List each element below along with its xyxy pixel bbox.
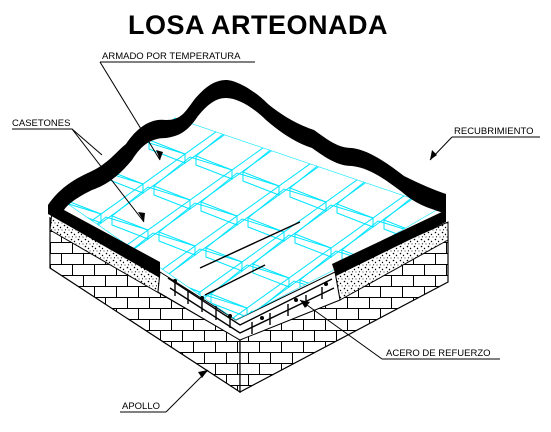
caseton-block	[205, 218, 286, 263]
caseton-block	[542, 0, 551, 22]
caseton-block	[247, 188, 328, 233]
caseton-block	[515, 147, 551, 190]
caseton-block-side	[247, 202, 327, 242]
right-recubrimiento-edge	[332, 210, 446, 276]
caseton-block-side	[515, 160, 551, 199]
drawing-title: LOSA ARTEONADA	[128, 10, 388, 40]
caseton-block-side	[0, 182, 7, 221]
caseton-block	[242, 142, 323, 187]
caseton-block-side	[547, 38, 551, 77]
label-casetones: CASETONES	[12, 118, 70, 129]
caseton-block-side	[369, 66, 447, 105]
caseton-block	[406, 0, 484, 20]
caseton-block	[495, 0, 551, 6]
caseton-block	[547, 25, 551, 68]
caseton-block	[473, 177, 551, 220]
caseton-block	[62, 118, 93, 153]
caseton-block-side	[326, 118, 406, 136]
caseton-block-side	[153, 170, 233, 210]
label-armado-por-temperatura: ARMADO POR TEMPERATURA	[102, 51, 241, 62]
caseton-block	[500, 9, 551, 52]
caseton-block	[158, 202, 239, 247]
caseton-block	[200, 172, 281, 217]
caseton-block	[0, 169, 7, 212]
caseton-block-side	[195, 140, 275, 180]
caseton-block-side	[336, 188, 416, 228]
caseton-block	[441, 299, 519, 342]
caseton-block	[294, 204, 375, 249]
caseton-block-side	[279, 118, 359, 120]
caseton-block	[280, 67, 358, 110]
caseton-block-side	[373, 118, 440, 152]
caseton-block	[111, 186, 192, 231]
caseton-block-side	[200, 186, 280, 226]
caseton-block	[0, 215, 12, 258]
caseton-block-side	[111, 200, 191, 240]
caseton-block	[252, 234, 333, 279]
caseton-block-side	[0, 152, 49, 191]
caseton-block-side	[310, 356, 388, 395]
caseton-block	[463, 85, 541, 128]
caseton-block	[525, 239, 551, 282]
caseton-block	[322, 37, 400, 80]
caseton-block	[520, 193, 551, 236]
caseton-block-side	[322, 50, 400, 89]
caseton-block-side	[406, 0, 484, 29]
caseton-block	[505, 55, 551, 98]
caseton-block	[153, 156, 234, 201]
caseton-block	[359, 0, 437, 4]
caseton-block	[357, 359, 435, 402]
caseton-block	[458, 39, 536, 82]
caseton-block-side	[495, 0, 551, 15]
caseton-block-side	[0, 228, 12, 267]
caseton-block-side	[453, 6, 531, 45]
caseton-block-side	[468, 144, 546, 183]
caseton-block-side	[483, 282, 551, 321]
caseton-block	[411, 23, 489, 66]
caseton-block-side	[520, 206, 551, 245]
leader-arrows	[138, 150, 437, 378]
caseton-block-side	[97, 62, 175, 101]
caseton-block-side	[500, 22, 551, 61]
label-acero-de-refuerzo: ACERO DE REFUERZO	[386, 348, 491, 359]
caseton-block	[195, 126, 276, 171]
caseton-block-side	[473, 190, 551, 229]
caseton-block-side	[441, 312, 519, 351]
caseton-block-side	[415, 118, 440, 122]
caseton-block	[62, 118, 135, 123]
caseton-block-side	[289, 172, 369, 212]
caseton-block	[0, 139, 49, 182]
recubrimiento-outline	[48, 80, 446, 278]
label-apollo: APOLLO	[122, 401, 160, 412]
caseton-block-side	[205, 232, 285, 272]
caseton-block	[478, 223, 551, 266]
caseton-block-side	[505, 68, 551, 107]
caseton-block-side	[0, 198, 54, 237]
caseton-block-side	[411, 36, 489, 75]
caseton-block	[416, 69, 494, 112]
caseton-block-side	[542, 0, 551, 31]
caseton-block-side	[458, 52, 536, 91]
caseton-block-side	[478, 236, 551, 275]
caseton-block	[453, 0, 531, 36]
caseton-block	[483, 269, 551, 312]
caseton-block-side	[357, 372, 435, 411]
caseton-block	[369, 53, 447, 96]
rebar-dots	[173, 279, 328, 320]
caseton-block	[223, 0, 301, 2]
caseton-block-side	[525, 252, 551, 291]
caseton-block	[510, 101, 551, 144]
leader-lines	[12, 61, 540, 413]
caseton-block	[373, 118, 440, 143]
caseton-block-side	[242, 156, 322, 196]
caseton-block	[326, 118, 407, 127]
label-recubrimiento: RECUBRIMIENTO	[454, 126, 534, 137]
caseton-block-side	[158, 216, 238, 256]
caseton-block	[0, 185, 54, 228]
